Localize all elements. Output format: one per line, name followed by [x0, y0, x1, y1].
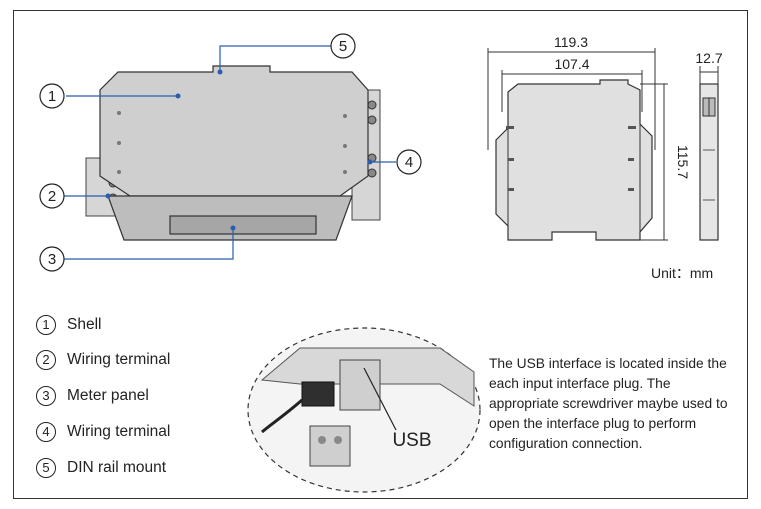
svg-text:4: 4 — [405, 154, 413, 171]
device-shell — [99, 65, 369, 197]
dimension-depth: 12.7 — [695, 50, 722, 66]
unit-label: Unit：mm — [651, 265, 714, 281]
legend-number: 5 — [36, 458, 56, 478]
front-view-drawing — [495, 79, 653, 241]
figure-frame — [13, 10, 748, 499]
legend-item: 4 Wiring terminal — [36, 420, 170, 444]
legend-label: Wiring terminal — [67, 351, 171, 368]
meter-panel — [169, 215, 317, 235]
legend-item: 1 Shell — [36, 313, 101, 337]
svg-text:3: 3 — [48, 251, 56, 268]
usb-note: The USB interface is located inside the … — [489, 356, 728, 451]
device-isometric-view — [85, 65, 381, 241]
side-view-drawing — [699, 83, 719, 241]
usb-label: USB — [392, 430, 431, 451]
dimension-overall-width: 119.3 — [554, 34, 588, 50]
dimension-lines — [487, 48, 719, 241]
legend-number: 3 — [36, 386, 56, 406]
svg-text:1: 1 — [48, 88, 56, 105]
legend-item: 5 DIN rail mount — [36, 456, 166, 480]
legend-label: Meter panel — [67, 387, 149, 404]
legend-label: DIN rail mount — [67, 459, 167, 476]
dimension-body-width: 107.4 — [554, 56, 589, 72]
legend-item: 3 Meter panel — [36, 384, 149, 408]
legend-number: 1 — [36, 315, 56, 335]
callout-5: 5 — [330, 33, 356, 59]
callout-3: 3 — [39, 246, 65, 272]
legend-label: Wiring terminal — [67, 423, 171, 440]
callout-leaders — [64, 45, 396, 260]
dimension-height: 115.7 — [675, 145, 691, 179]
legend-number: 2 — [36, 350, 56, 370]
callout-2: 2 — [39, 183, 65, 209]
callout-4: 4 — [396, 149, 422, 175]
legend-label: Shell — [67, 316, 102, 333]
legend-item: 2 Wiring terminal — [36, 348, 170, 372]
legend-number: 4 — [36, 422, 56, 442]
svg-text:5: 5 — [339, 38, 347, 55]
usb-detail-view: USB — [247, 327, 481, 493]
svg-text:2: 2 — [48, 188, 56, 205]
callout-1: 1 — [39, 83, 65, 109]
